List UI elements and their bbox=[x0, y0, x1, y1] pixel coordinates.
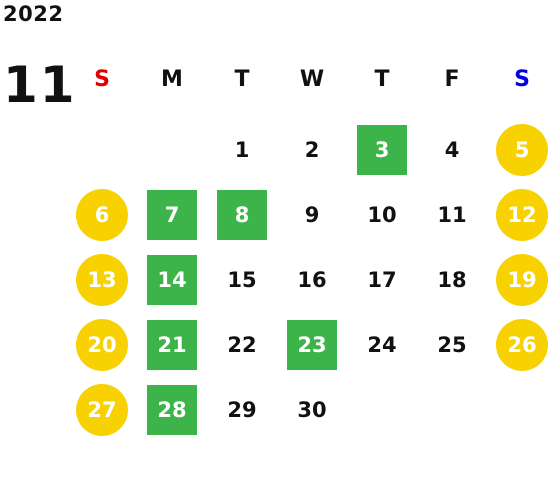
day-cell-18: 18 bbox=[437, 268, 467, 292]
weekday-header-saturday: S bbox=[514, 67, 530, 92]
day-cell-2: 2 bbox=[304, 138, 320, 162]
weekday-header-sunday: S bbox=[94, 67, 110, 92]
day-cell-6: 6 bbox=[76, 189, 128, 241]
day-cell-19: 19 bbox=[496, 254, 548, 306]
weekday-header-friday: F bbox=[444, 67, 460, 92]
day-cell-13: 13 bbox=[76, 254, 128, 306]
day-cell-17: 17 bbox=[367, 268, 397, 292]
day-cell-15: 15 bbox=[227, 268, 257, 292]
month-number: 11 bbox=[3, 56, 77, 114]
day-cell-10: 10 bbox=[367, 203, 397, 227]
day-cell-3: 3 bbox=[357, 125, 407, 175]
day-cell-11: 11 bbox=[437, 203, 467, 227]
day-cell-24: 24 bbox=[367, 333, 397, 357]
day-cell-26: 26 bbox=[496, 319, 548, 371]
day-cell-8: 8 bbox=[217, 190, 267, 240]
weekday-header-wednesday: W bbox=[299, 67, 325, 92]
day-cell-7: 7 bbox=[147, 190, 197, 240]
weekday-header-monday: M bbox=[161, 67, 183, 92]
day-cell-22: 22 bbox=[227, 333, 257, 357]
day-cell-16: 16 bbox=[297, 268, 327, 292]
day-cell-30: 30 bbox=[297, 398, 327, 422]
day-cell-4: 4 bbox=[444, 138, 460, 162]
day-cell-1: 1 bbox=[234, 138, 250, 162]
day-cell-27: 27 bbox=[76, 384, 128, 436]
day-cell-12: 12 bbox=[496, 189, 548, 241]
day-cell-21: 21 bbox=[147, 320, 197, 370]
weekday-header-tuesday: T bbox=[234, 67, 250, 92]
day-cell-23: 23 bbox=[287, 320, 337, 370]
day-cell-5: 5 bbox=[496, 124, 548, 176]
day-cell-9: 9 bbox=[304, 203, 320, 227]
weekday-header-thursday: T bbox=[374, 67, 390, 92]
day-cell-29: 29 bbox=[227, 398, 257, 422]
day-cell-20: 20 bbox=[76, 319, 128, 371]
day-cell-25: 25 bbox=[437, 333, 467, 357]
day-cell-14: 14 bbox=[147, 255, 197, 305]
year-label: 2022 bbox=[3, 2, 64, 26]
day-cell-28: 28 bbox=[147, 385, 197, 435]
